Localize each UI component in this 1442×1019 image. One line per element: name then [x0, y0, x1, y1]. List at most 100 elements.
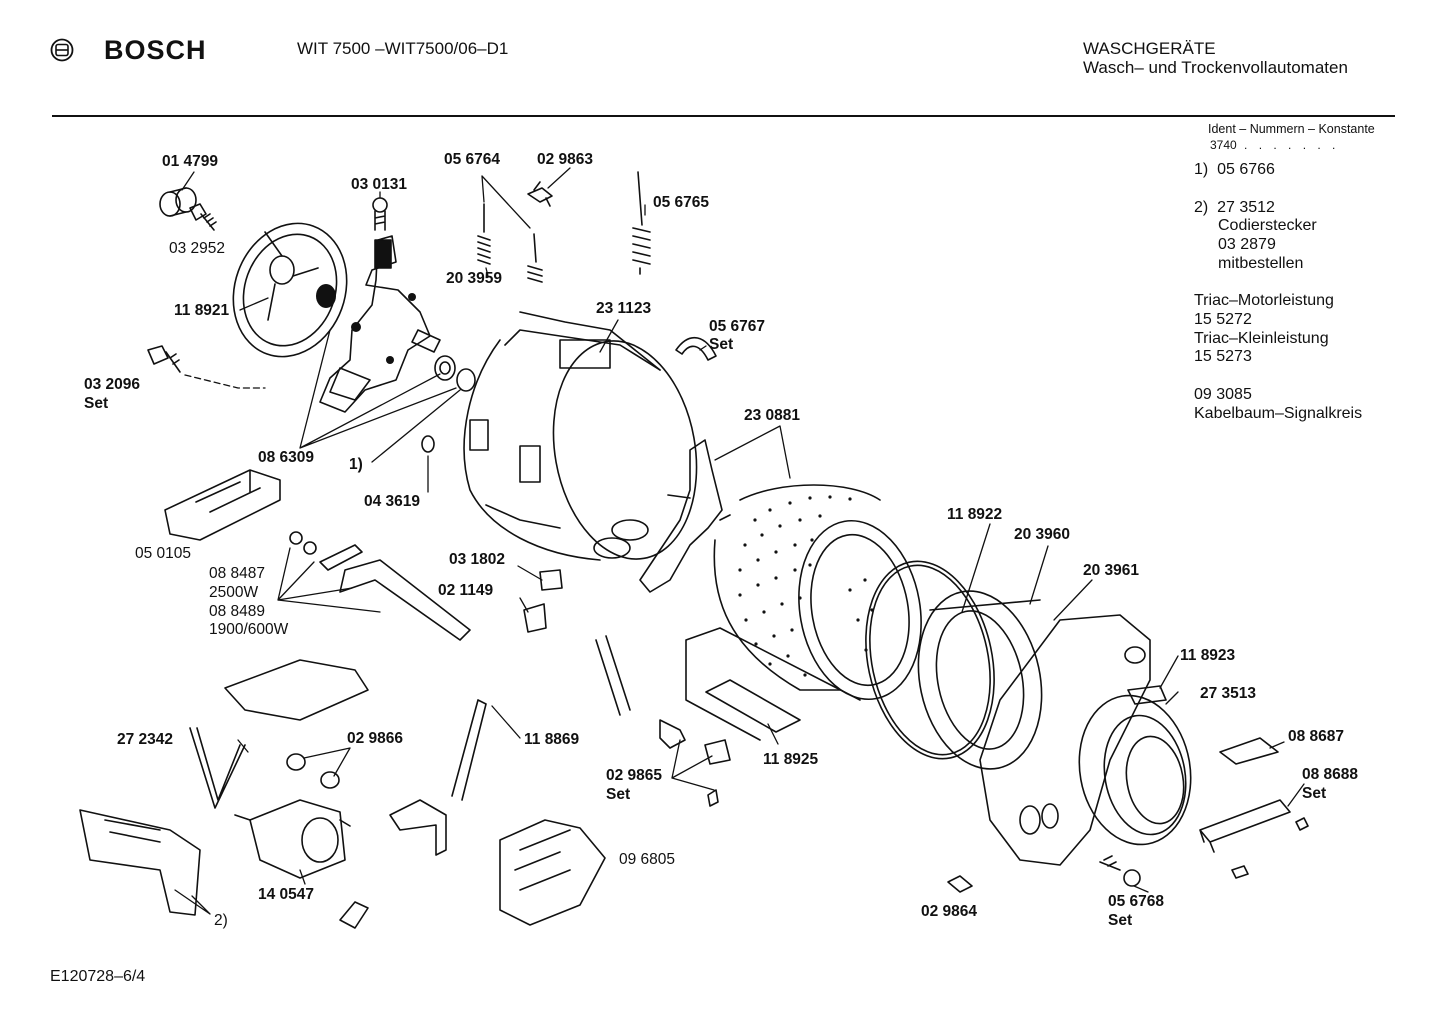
part-label: 11 8922 [947, 506, 1003, 523]
part-label: Set [1108, 912, 1133, 929]
part-label: 05 0105 [135, 545, 192, 562]
ball-bearing-icon [422, 356, 475, 452]
motor-icon [235, 800, 350, 878]
part-label: 1900/600W [209, 621, 289, 638]
drawing-code: E120728–6/4 [50, 968, 146, 985]
drum-spider-icon [640, 440, 730, 592]
drum-gasket-icon [849, 549, 1012, 770]
part-label: 1) [349, 456, 363, 473]
screw-icon [373, 198, 387, 230]
part-label: 11 8925 [763, 751, 819, 768]
bearing-sleeve-icon [160, 188, 196, 216]
ident-note: 09 3085 [1194, 386, 1252, 403]
ident-title: Ident – Nummern – Konstante [1208, 122, 1375, 136]
shock-absorber-icon [452, 636, 630, 800]
part-label: 11 8869 [524, 731, 580, 748]
foam-pad-icon [165, 470, 280, 540]
part-label: 23 0881 [744, 407, 801, 424]
brand-name: BOSCH [104, 35, 207, 65]
part-label: 2) [214, 912, 228, 929]
ident-note: Codierstecker [1218, 217, 1317, 234]
screw-icon [1100, 818, 1308, 886]
part-label: Set [84, 395, 109, 412]
washer-tub-icon [464, 312, 713, 570]
part-label: 02 9864 [921, 903, 978, 920]
part-label: 20 3960 [1014, 526, 1071, 543]
part-label: 09 6805 [619, 851, 676, 868]
handle-insert-icon [1220, 738, 1278, 764]
category-subtitle: Wasch– und Trockenvollautomaten [1083, 58, 1348, 77]
control-board-icon [80, 810, 200, 915]
clip-icon [528, 182, 716, 360]
part-label: 05 6765 [653, 194, 710, 211]
part-label: 05 6764 [444, 151, 501, 168]
bearing-bracket-icon [320, 236, 440, 412]
clip-icon [948, 876, 972, 892]
part-label: 05 6768 [1108, 893, 1165, 910]
inlet-valve-icon [524, 570, 562, 632]
level-switch-icon [660, 720, 730, 806]
mount-bracket-icon [340, 800, 446, 928]
front-panel-bellows-icon [980, 615, 1202, 865]
part-label: 08 6309 [258, 449, 315, 466]
ident-note: Triac–Motorleistung [1194, 292, 1334, 309]
header-rule [52, 115, 1395, 117]
part-label: 04 3619 [364, 493, 421, 510]
bolt-icon [148, 346, 180, 372]
part-label: 11 8921 [174, 302, 230, 319]
detergent-dispenser-icon [686, 628, 860, 740]
ident-note: 2) 27 3512 [1194, 199, 1275, 216]
category-title: WASCHGERÄTE [1083, 39, 1216, 58]
part-label: 03 2952 [169, 240, 226, 257]
part-label: 27 3513 [1200, 685, 1257, 702]
part-label: 2500W [209, 584, 259, 601]
part-label: 08 8687 [1288, 728, 1345, 745]
part-label: 03 2096 [84, 376, 141, 393]
leader-lines [175, 168, 1304, 914]
model-title: WIT 7500 –WIT7500/06–D1 [297, 39, 509, 58]
part-label: 08 8489 [209, 603, 266, 620]
part-label: Set [1302, 785, 1327, 802]
ident-note: 03 2879 [1218, 236, 1276, 253]
part-label: 02 9865 [606, 767, 663, 784]
pump-cover-icon [225, 660, 368, 720]
clamp-ring-icon [1128, 686, 1166, 704]
ident-code: 3740 . . . . . . . [1210, 138, 1339, 152]
part-label: 01 4799 [162, 153, 219, 170]
bushing-icon [287, 754, 339, 788]
part-label: 08 8688 [1302, 766, 1359, 783]
ident-note: mitbestellen [1218, 255, 1304, 272]
part-label: 03 1802 [449, 551, 506, 568]
bosch-logo-icon [50, 38, 74, 62]
part-label: Set [709, 336, 734, 353]
part-label: 02 9866 [347, 730, 404, 747]
part-label: 27 2342 [117, 731, 174, 748]
washing-drum-icon [714, 485, 934, 709]
part-label: 23 1123 [596, 300, 652, 317]
part-label: 11 8923 [1180, 647, 1236, 664]
part-label: 02 9863 [537, 151, 594, 168]
ident-note: 15 5273 [1194, 348, 1252, 365]
part-label: 08 8487 [209, 565, 266, 582]
part-label: Set [606, 786, 631, 803]
drive-belt-icon [190, 728, 245, 808]
door-lock-icon [500, 820, 605, 925]
drum-perforation [738, 495, 874, 677]
ident-note: Kabelbaum–Signalkreis [1194, 405, 1363, 422]
part-label: 05 6767 [709, 318, 766, 335]
ident-code-dots: . . . . . . . [1236, 138, 1340, 152]
part-label: 03 0131 [351, 176, 408, 193]
part-label: 20 3959 [446, 270, 503, 287]
spring-icon [478, 172, 650, 282]
part-label: 20 3961 [1083, 562, 1140, 579]
screw-icon [190, 204, 216, 230]
bracket-clamp-icon [1200, 800, 1290, 852]
part-label: 02 1149 [438, 582, 494, 599]
part-label: 14 0547 [258, 886, 315, 903]
ident-note: 15 5272 [1194, 311, 1252, 328]
pulley-wheel-icon [215, 207, 365, 372]
ident-note: 1) 05 6766 [1194, 161, 1275, 178]
ident-code-value: 3740 [1210, 138, 1237, 152]
heater-icon [290, 532, 470, 640]
